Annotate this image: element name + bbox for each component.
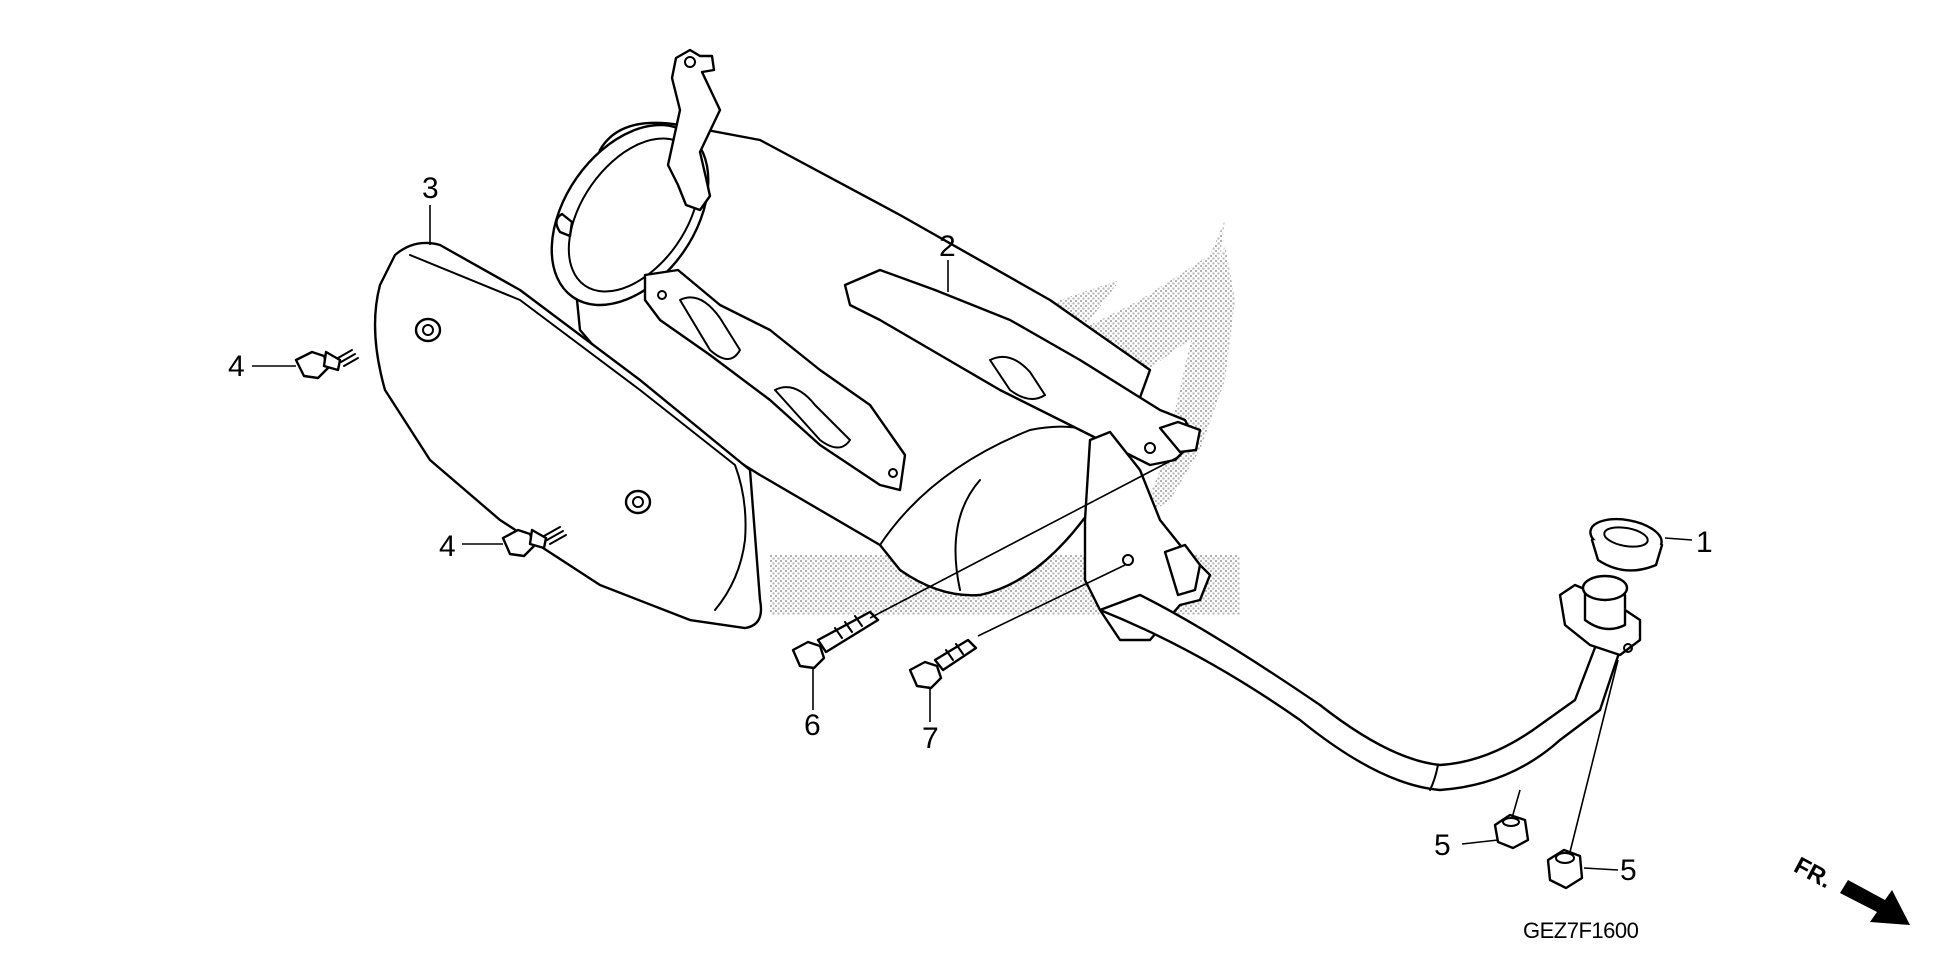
flange-nut-a xyxy=(1493,813,1530,850)
cover-bolt-lower xyxy=(501,526,567,558)
muffler-body xyxy=(550,121,1152,597)
exhaust-pipe xyxy=(1098,574,1642,792)
muffler-side-bracket xyxy=(643,268,907,492)
cover-bolt-upper xyxy=(294,349,359,380)
callout-7: 7 xyxy=(922,722,939,755)
leader-lines xyxy=(252,205,1693,871)
callout-3: 3 xyxy=(422,172,439,205)
hanger-bracket xyxy=(666,48,722,212)
muffler-stay-bracket xyxy=(843,268,1202,467)
callout-6: 6 xyxy=(804,709,821,742)
callout-4-lower: 4 xyxy=(439,530,456,563)
front-arrow-icon xyxy=(1840,880,1910,925)
callout-5-right: 5 xyxy=(1620,854,1637,887)
muffler-cover xyxy=(373,241,763,630)
callout-2: 2 xyxy=(939,230,956,263)
callout-1: 1 xyxy=(1696,526,1713,559)
callout-4-upper: 4 xyxy=(228,350,245,383)
mount-bolt-7 xyxy=(908,638,978,690)
mount-bolt-6 xyxy=(791,610,880,670)
muffler-lower-mount xyxy=(1083,430,1212,642)
diagram-code: GEZ7F1600 xyxy=(1523,918,1639,943)
direction-label: FR. xyxy=(1790,852,1837,894)
flange-nut-b xyxy=(1546,848,1584,890)
exhaust-gasket xyxy=(1589,517,1664,572)
callout-5-left: 5 xyxy=(1434,829,1451,862)
